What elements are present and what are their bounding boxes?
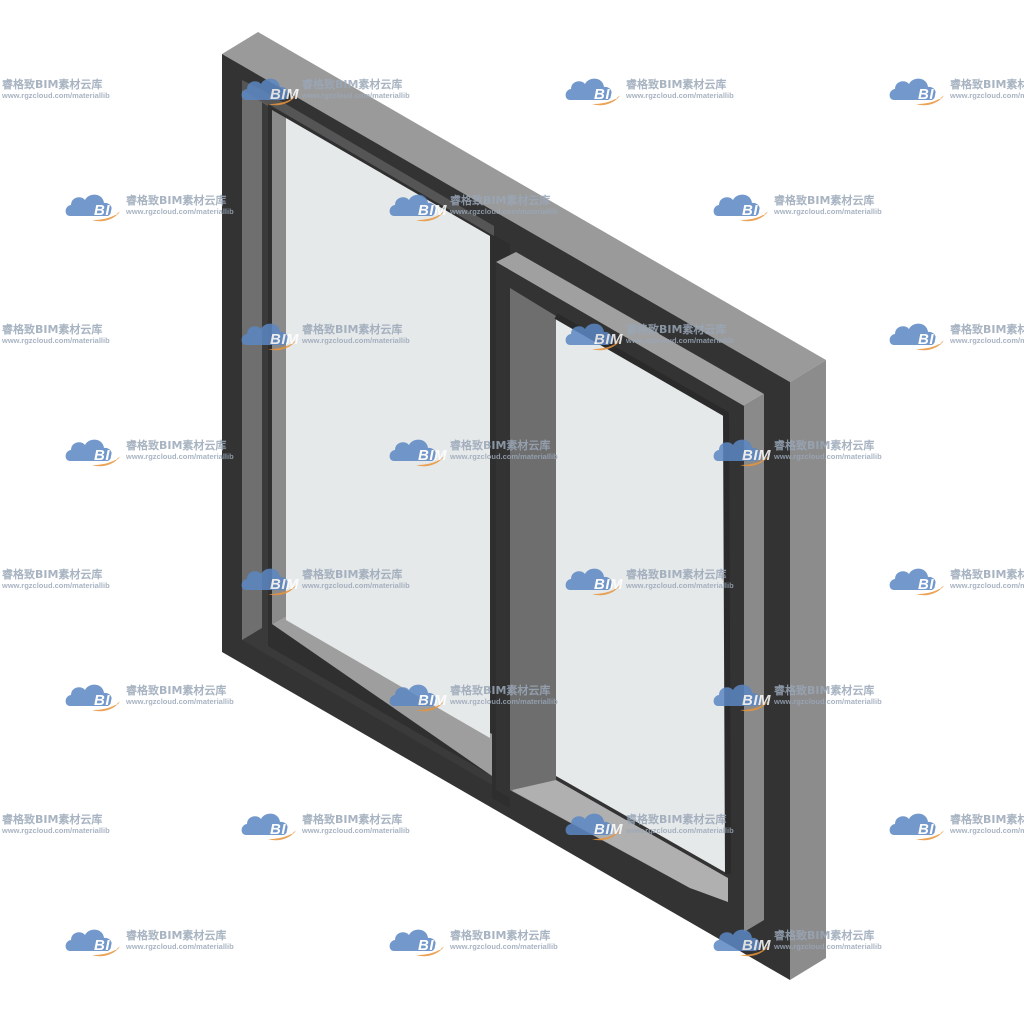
right-sash-top-face — [496, 252, 764, 406]
left-glass-pane — [286, 118, 490, 738]
frame-right-face — [790, 360, 826, 980]
right-sash-reveal-left — [510, 288, 556, 800]
left-sash-bottom-bevel — [272, 616, 492, 776]
left-sash-bevel — [272, 110, 286, 624]
left-sash-side — [242, 90, 262, 640]
right-glass-pane — [556, 316, 728, 874]
frame-top-face — [222, 32, 826, 382]
right-sash-sill — [512, 780, 728, 902]
right-sash-side-face — [744, 394, 764, 932]
